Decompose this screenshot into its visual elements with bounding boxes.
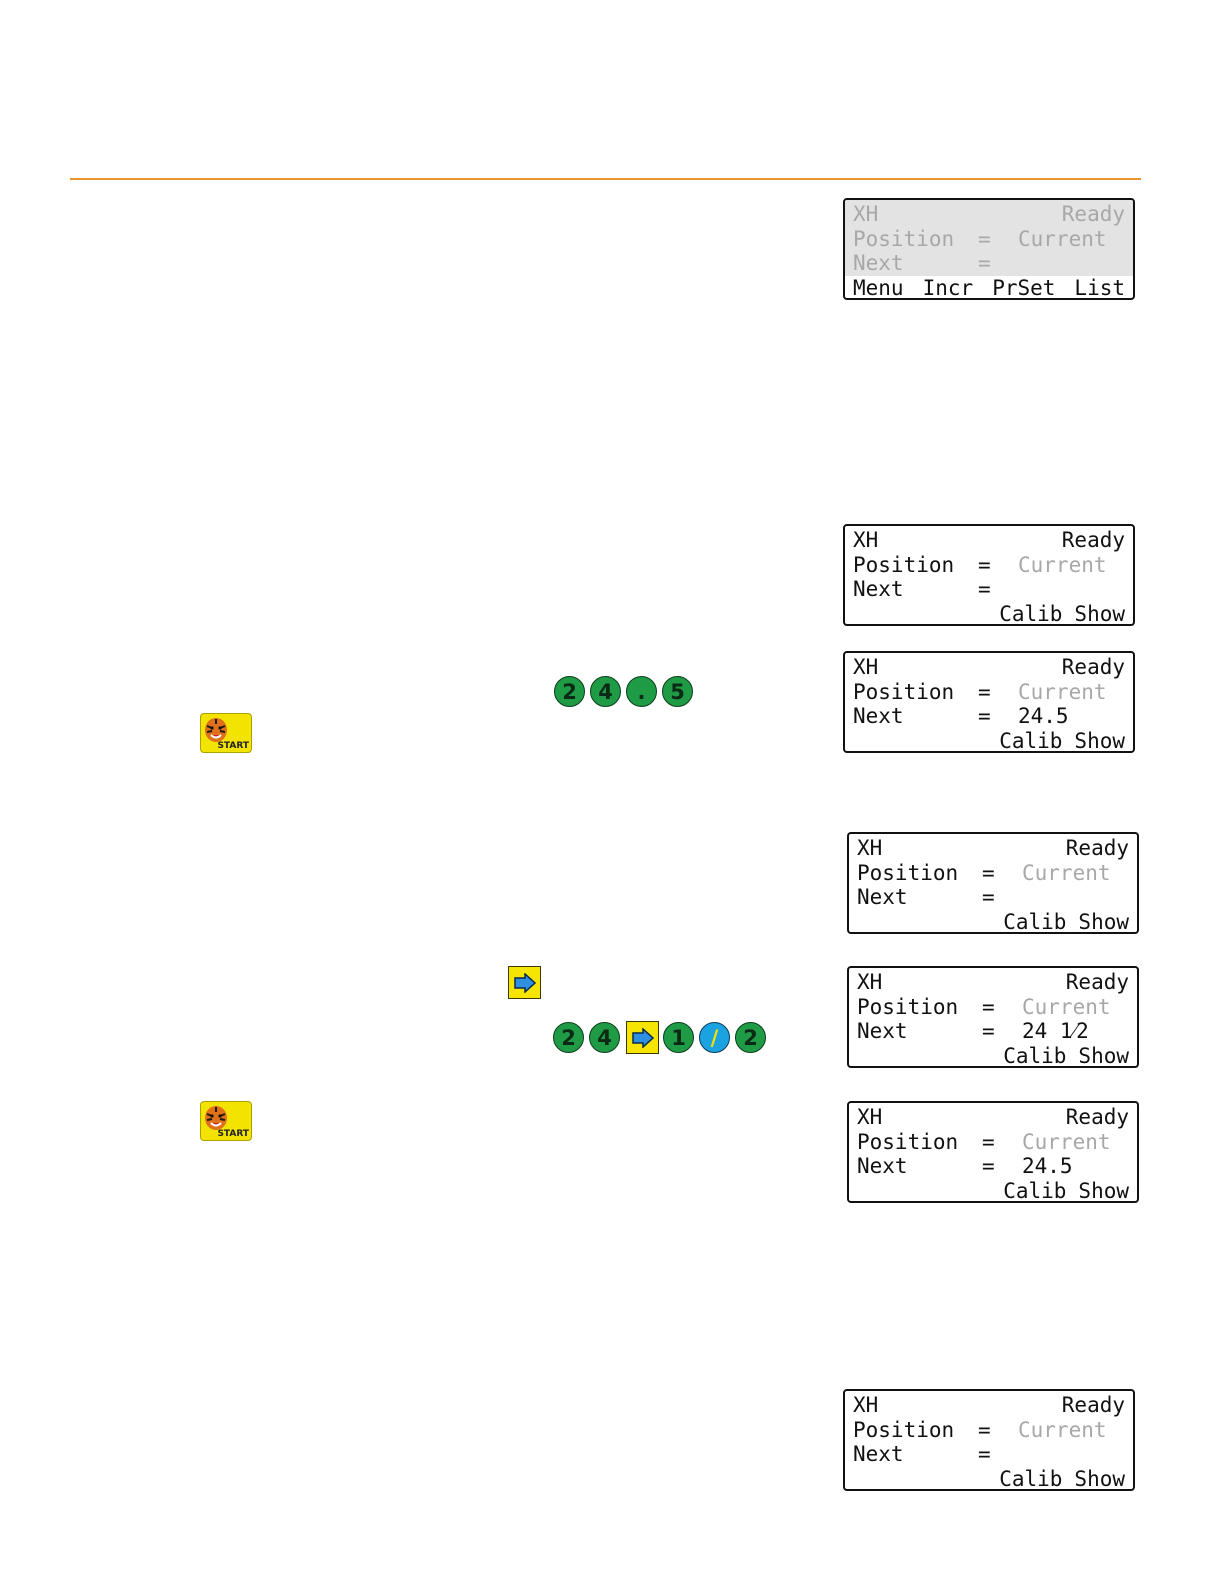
equals-sign: = xyxy=(978,577,991,601)
keypad-key-1[interactable]: 1 xyxy=(663,1022,694,1053)
axis-label: XH xyxy=(853,1393,879,1417)
keypad-key-5[interactable]: 5 xyxy=(662,676,693,707)
softkey-calib[interactable]: Calib xyxy=(1003,909,1067,934)
softkey-show[interactable]: Show xyxy=(1074,1466,1125,1491)
status-label: Ready xyxy=(1065,970,1129,994)
position-label: Position xyxy=(853,226,955,251)
keypad-key-4[interactable]: 4 xyxy=(589,1022,620,1053)
position-label: Position xyxy=(857,994,959,1019)
next-label: Next xyxy=(853,577,904,601)
equals-sign: = xyxy=(978,226,991,251)
keypad-key-fraction-slash[interactable]: / xyxy=(699,1022,730,1053)
next-label: Next xyxy=(857,885,908,909)
tiger-icon xyxy=(205,1106,227,1130)
current-value: Current xyxy=(1018,679,1107,704)
keypad-key-2[interactable]: 2 xyxy=(735,1022,766,1053)
equals-sign: = xyxy=(982,1019,995,1043)
status-label: Ready xyxy=(1061,655,1125,679)
next-label: Next xyxy=(853,251,904,275)
status-label: Ready xyxy=(1061,202,1125,226)
start-key-label: START xyxy=(217,1129,249,1139)
softkey-preset[interactable]: PrSet xyxy=(992,275,1056,300)
axis-label: XH xyxy=(853,202,879,226)
axis-label: XH xyxy=(857,970,883,994)
equals-sign: = xyxy=(982,885,995,909)
equals-sign: = xyxy=(978,1442,991,1466)
current-value: Current xyxy=(1018,226,1107,251)
softkey-show[interactable]: Show xyxy=(1078,1178,1129,1203)
next-value: 24.5 xyxy=(1022,1154,1073,1178)
next-label: Next xyxy=(857,1154,908,1178)
lcd-display-next-decimal: XH Ready Position = Current Next = 24.5 Calib… xyxy=(843,651,1135,753)
equals-sign: = xyxy=(982,860,995,885)
softkey-list[interactable]: List xyxy=(1074,275,1125,300)
equals-sign: = xyxy=(982,1129,995,1154)
current-value: Current xyxy=(1018,552,1107,577)
right-arrow-icon xyxy=(631,1027,654,1048)
softkey-calib[interactable]: Calib xyxy=(999,601,1063,626)
axis-label: XH xyxy=(853,655,879,679)
next-label: Next xyxy=(853,704,904,728)
softkey-calib[interactable]: Calib xyxy=(1003,1043,1067,1068)
next-label: Next xyxy=(853,1442,904,1466)
tiger-icon xyxy=(205,718,227,742)
section-divider xyxy=(70,178,1141,180)
position-label: Position xyxy=(853,679,955,704)
lcd-display-next-fraction: XH Ready Position = Current Next = 24 1⁄2 Cal… xyxy=(847,966,1139,1068)
start-key[interactable]: START xyxy=(200,1101,252,1141)
next-value: 24 1⁄2 xyxy=(1022,1019,1089,1043)
keypad-key-decimal[interactable]: . xyxy=(626,676,657,707)
softkey-calib[interactable]: Calib xyxy=(999,1466,1063,1491)
current-value: Current xyxy=(1018,1417,1107,1442)
position-label: Position xyxy=(853,1417,955,1442)
status-label: Ready xyxy=(1065,1105,1129,1129)
softkey-show[interactable]: Show xyxy=(1074,601,1125,626)
start-key[interactable]: START xyxy=(200,713,252,753)
position-label: Position xyxy=(857,860,959,885)
lcd-display-ready: XH Ready Position = Current Next = Calib Show xyxy=(843,1389,1135,1491)
softkey-show[interactable]: Show xyxy=(1078,909,1129,934)
position-label: Position xyxy=(853,552,955,577)
equals-sign: = xyxy=(978,552,991,577)
equals-sign: = xyxy=(978,251,991,275)
next-value: 24.5 xyxy=(1018,704,1069,728)
current-value: Current xyxy=(1022,860,1111,885)
status-label: Ready xyxy=(1061,1393,1125,1417)
equals-sign: = xyxy=(982,1154,995,1178)
axis-label: XH xyxy=(857,1105,883,1129)
softkey-menu[interactable]: Menu xyxy=(853,275,904,300)
equals-sign: = xyxy=(978,704,991,728)
current-value: Current xyxy=(1022,994,1111,1019)
arrow-key[interactable] xyxy=(508,966,541,999)
softkey-incr[interactable]: Incr xyxy=(922,275,974,300)
softkey-show[interactable]: Show xyxy=(1078,1043,1129,1068)
equals-sign: = xyxy=(982,994,995,1019)
axis-label: XH xyxy=(853,528,879,552)
keypad-key-4[interactable]: 4 xyxy=(590,676,621,707)
current-value: Current xyxy=(1022,1129,1111,1154)
position-label: Position xyxy=(857,1129,959,1154)
axis-label: XH xyxy=(857,836,883,860)
start-key-label: START xyxy=(217,741,249,751)
softkey-show[interactable]: Show xyxy=(1074,728,1125,753)
status-label: Ready xyxy=(1065,836,1129,860)
lcd-display-main-menu: XH Ready Position = Current Next = Menu Incr… xyxy=(843,198,1135,300)
equals-sign: = xyxy=(978,1417,991,1442)
softkey-calib[interactable]: Calib xyxy=(999,728,1063,753)
lcd-display-next-decimal: XH Ready Position = Current Next = 24.5 Calib… xyxy=(847,1101,1139,1203)
keypad-key-2[interactable]: 2 xyxy=(553,1022,584,1053)
arrow-key[interactable] xyxy=(626,1021,659,1054)
equals-sign: = xyxy=(978,679,991,704)
next-label: Next xyxy=(857,1019,908,1043)
lcd-display-ready: XH Ready Position = Current Next = Calib Show xyxy=(847,832,1139,934)
right-arrow-icon xyxy=(513,972,536,993)
keypad-key-2[interactable]: 2 xyxy=(554,676,585,707)
status-label: Ready xyxy=(1061,528,1125,552)
softkey-calib[interactable]: Calib xyxy=(1003,1178,1067,1203)
lcd-display-ready: XH Ready Position = Current Next = Calib Show xyxy=(843,524,1135,626)
